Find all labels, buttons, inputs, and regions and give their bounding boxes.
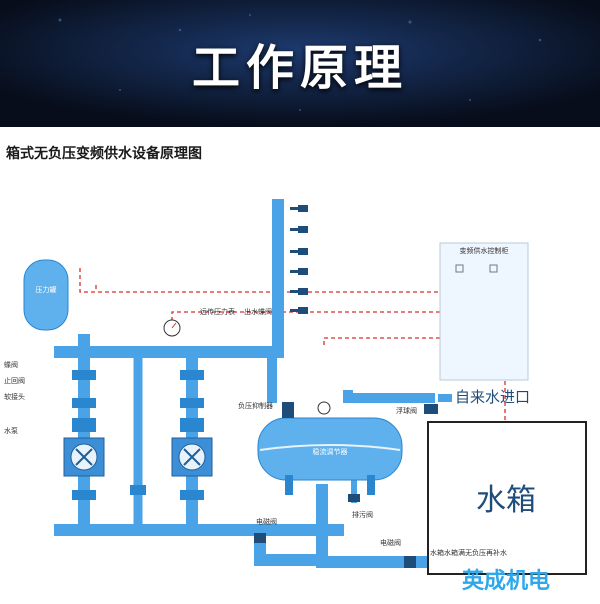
pressure-tank (23, 259, 69, 331)
stabilizer-leg-left (285, 475, 293, 495)
stabilizer-leg-right (367, 475, 375, 495)
water-outlet-label: 出水蝶阀 (244, 307, 272, 316)
tank-note: 水箱水箱满无负压再补水 (430, 548, 507, 557)
pressure-tank-label: 压力罐 (36, 285, 57, 294)
brand-watermark: 英成机电 (462, 569, 550, 594)
check-valve-label: 止回阀 (4, 376, 25, 385)
stabilizer-label: 稳流调节器 (313, 447, 348, 456)
cabinet-indicator-right (489, 264, 498, 273)
gauge-needle (171, 322, 177, 329)
pump-left (63, 370, 105, 500)
stabilizer-water-line (259, 444, 401, 451)
page-title: 工作原理 (191, 40, 408, 96)
pump-label: 水泵 (4, 426, 18, 435)
pump-right (171, 370, 213, 500)
tap-inlet-label: 自来水进口 (455, 388, 530, 406)
solenoid-valve-1 (254, 533, 266, 543)
butterfly-valve-label: 蝶阀 (4, 360, 18, 369)
solenoid-valve-2 (404, 556, 416, 568)
solenoid-valve-2-label: 电磁阀 (380, 538, 401, 547)
drain-valve-label: 排污阀 (352, 510, 373, 519)
pipe-network (54, 199, 436, 568)
water-tank (427, 421, 587, 575)
diagram-title: 箱式无负压变频供水设备原理图 (6, 146, 202, 162)
soft-joint-label: 软接头 (4, 392, 25, 401)
vacuum-suppressor (282, 402, 294, 418)
water-tank-label: 水箱 (476, 483, 536, 518)
header-banner: 工作原理 (0, 0, 600, 127)
riser-valves (290, 205, 308, 314)
control-cabinet (439, 242, 529, 381)
banner-background (0, 0, 600, 127)
solenoid-valve-1-label: 电磁阀 (256, 517, 277, 526)
float-valve (424, 404, 438, 414)
vacuum-suppressor-label: 负压抑制器 (238, 401, 273, 410)
stabilizer-tank (257, 417, 403, 481)
float-valve-label: 浮球阀 (396, 406, 417, 415)
bypass-valve (130, 485, 146, 495)
control-cabinet-label: 变频供水控制柜 (460, 246, 509, 255)
drain-valve (348, 494, 360, 502)
cabinet-indicator-left (455, 264, 464, 273)
stabilizer-gauge (317, 401, 331, 415)
remote-gauge-label: 远传压力表 (200, 307, 235, 316)
